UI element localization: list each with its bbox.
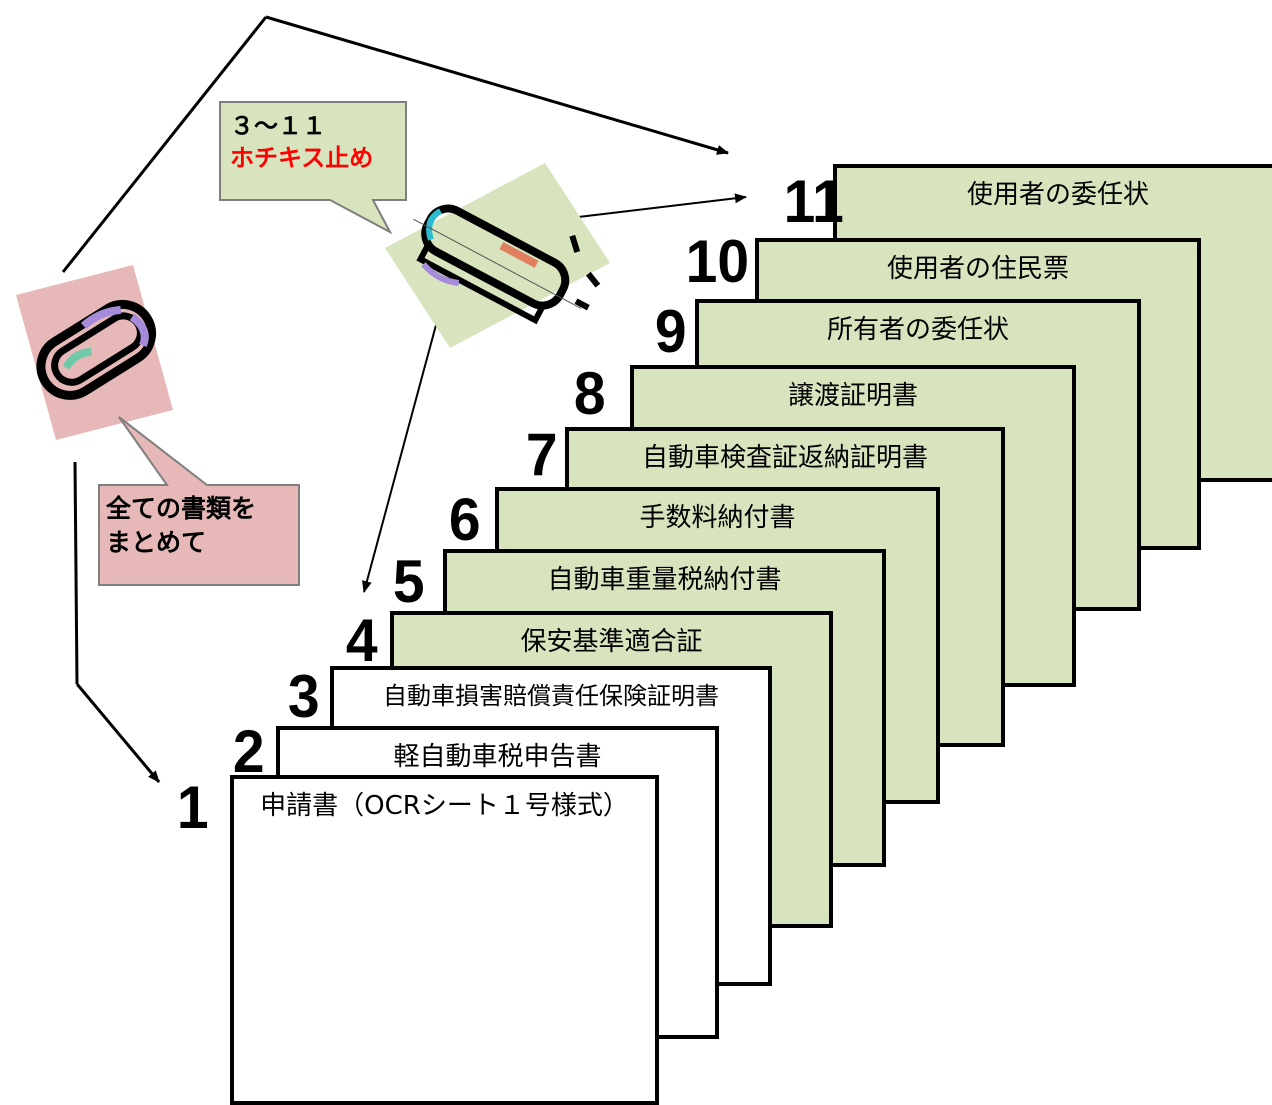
document-title: 使用者の住民票 [886, 254, 1069, 284]
document-title: 自動車損害賠償責任保険証明書 [383, 682, 719, 710]
document-number: 7 [525, 421, 558, 488]
document-number: 3 [287, 663, 320, 730]
arrow-to-doc-1 [75, 683, 161, 783]
staple-callout-label: ホチキス止め [230, 144, 374, 173]
document-number: 11 [783, 168, 844, 235]
document-title: 自動車検査証返納証明書 [641, 443, 928, 473]
document-number: 2 [232, 718, 265, 785]
document-title: 保安基準適合証 [520, 627, 703, 657]
document-number: 4 [345, 607, 378, 674]
clip-line-down [73, 461, 79, 685]
arrow-to-doc-11-top [265, 15, 729, 155]
document-number: 9 [654, 298, 687, 365]
document-1: 申請書（OCRシート１号様式） [230, 775, 659, 1105]
arrow-to-doc-4 [362, 324, 437, 593]
document-title: 自動車重量税納付書 [547, 565, 782, 595]
document-title: 所有者の委任状 [826, 315, 1009, 345]
document-title: 軽自動車税申告書 [393, 742, 602, 772]
document-number: 5 [392, 548, 425, 615]
document-number: 6 [448, 486, 481, 553]
clip-callout-bubble [98, 416, 300, 586]
paperclip-icon [8, 265, 173, 440]
document-number: 10 [685, 228, 750, 295]
arrow-to-doc-11 [569, 193, 747, 219]
document-title: 申請書（OCRシート１号様式） [260, 791, 629, 821]
clip-line-up [61, 16, 268, 273]
staple-callout-bubble [219, 101, 407, 235]
document-title: 使用者の委任状 [966, 180, 1149, 210]
document-title: 手数料納付書 [639, 503, 796, 533]
staple-callout-range: ３～１１ [230, 112, 326, 140]
clip-callout-line2: まとめて [106, 527, 207, 557]
clip-callout-text: 全ての書類を まとめて [106, 492, 256, 560]
document-number: 8 [573, 360, 606, 427]
clip-callout-line1: 全ての書類を [106, 494, 257, 523]
stapler-icon [385, 163, 610, 348]
staple-callout-text: ３～１１ ホチキス止め [230, 110, 373, 175]
document-title: 譲渡証明書 [787, 381, 918, 411]
document-number: 1 [176, 774, 209, 841]
